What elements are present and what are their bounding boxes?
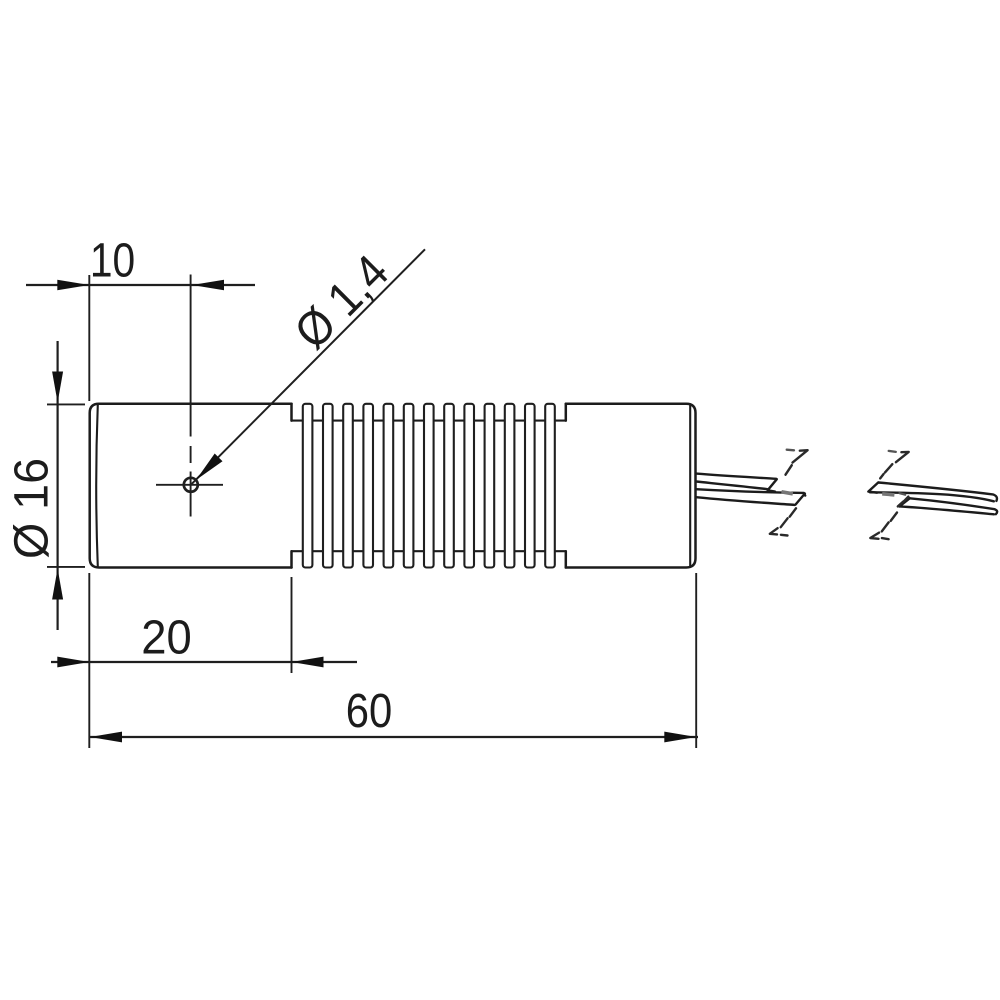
svg-text:20: 20 [141, 611, 192, 665]
svg-text:Ø 16: Ø 16 [5, 458, 59, 559]
svg-text:60: 60 [346, 684, 393, 738]
svg-text:Ø 1,4: Ø 1,4 [284, 245, 399, 360]
svg-text:10: 10 [90, 234, 135, 288]
